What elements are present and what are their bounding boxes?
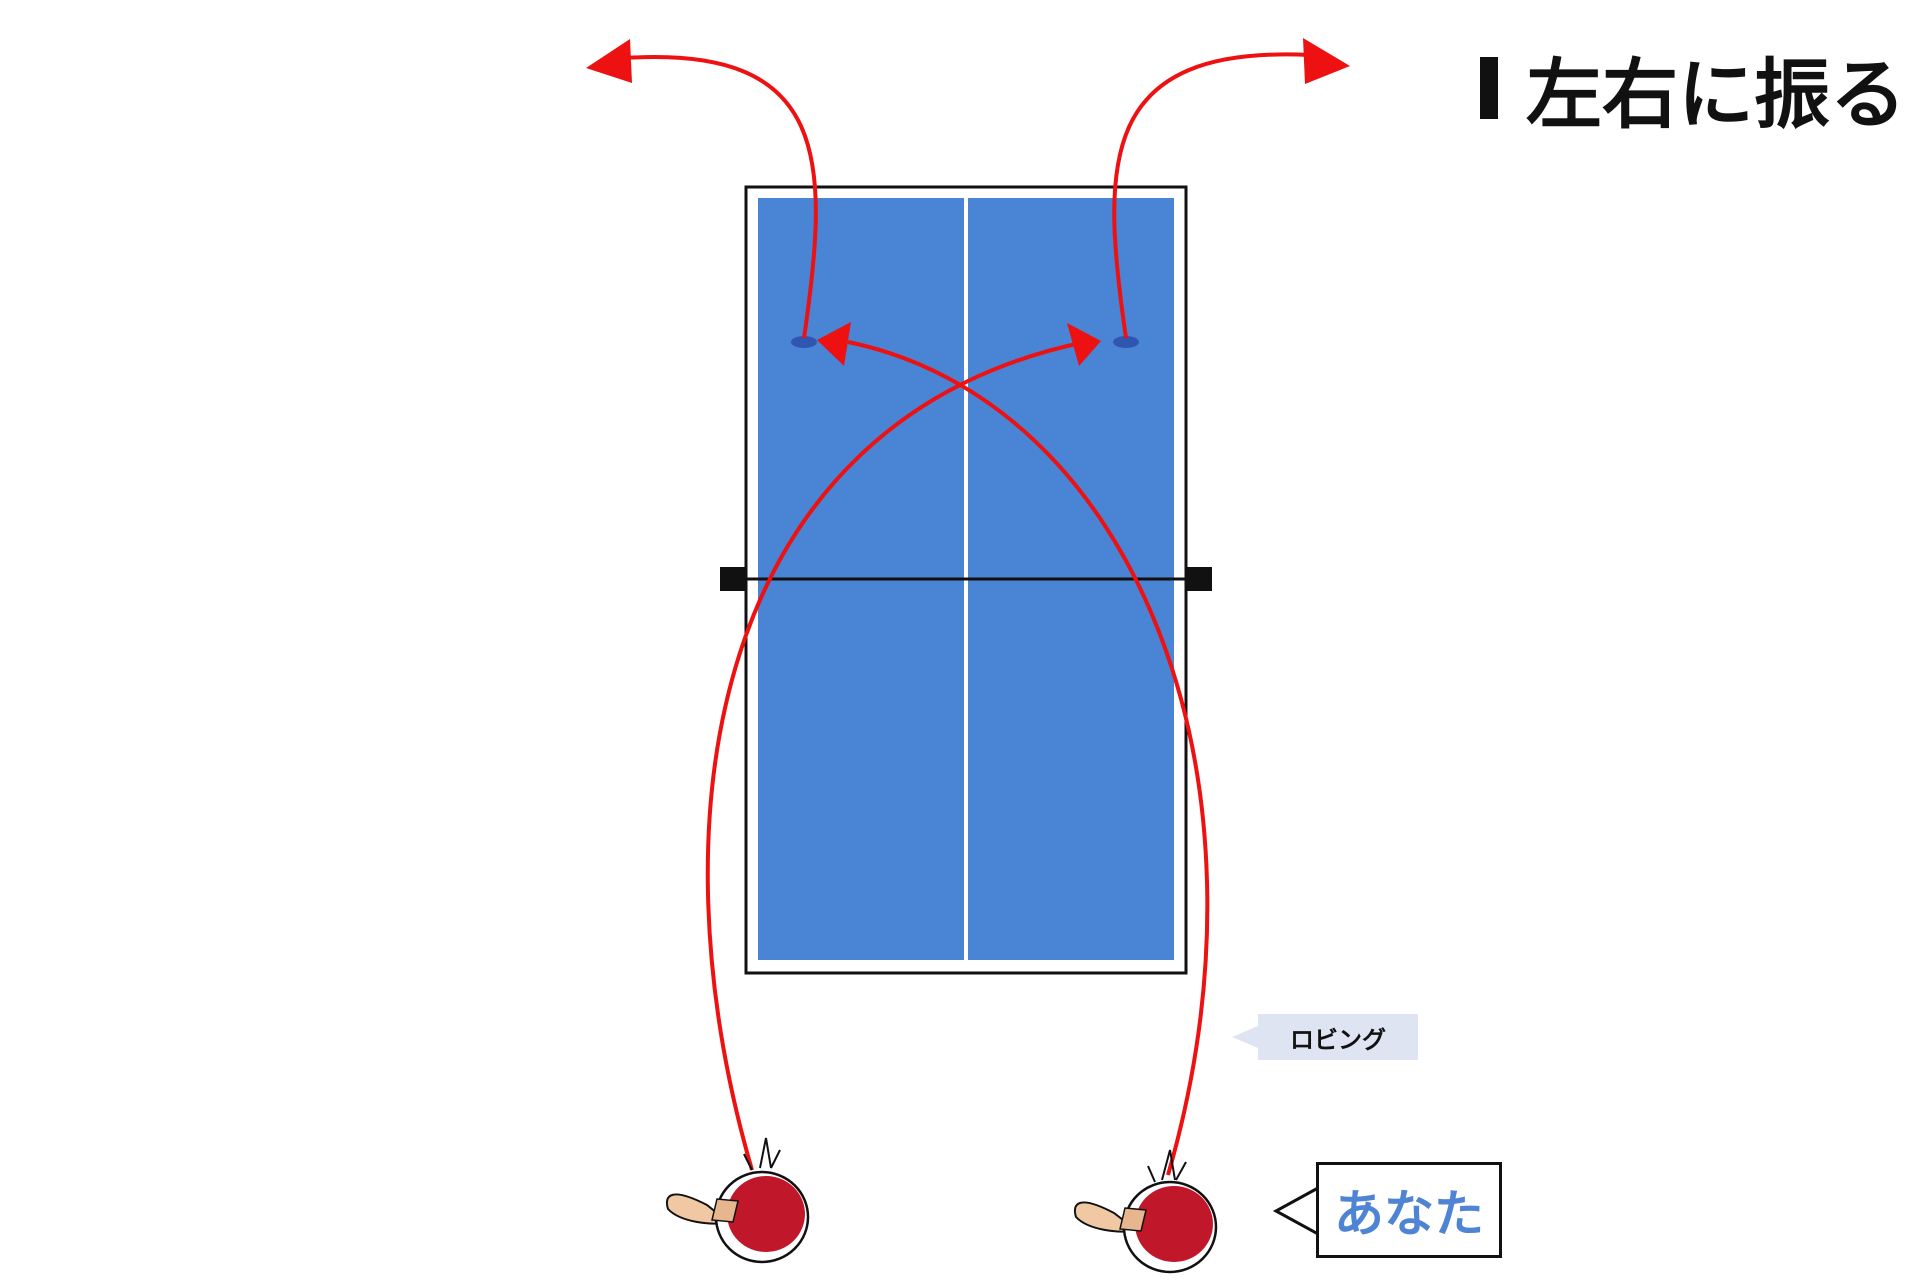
bounce-mark-icon	[791, 336, 817, 348]
bounce-mark-icon	[1113, 336, 1139, 348]
arrow-head-icon	[1303, 38, 1350, 84]
arrow-head-icon	[586, 39, 632, 83]
paddle-icon	[666, 1137, 810, 1264]
title-text: 左右に振る	[1526, 50, 1906, 139]
trajectory-right-player-to-left	[847, 340, 1210, 1176]
arrow-head-icon	[817, 322, 851, 366]
title-bar-mark	[1480, 57, 1498, 119]
you-label: あなた	[1316, 1162, 1502, 1258]
arrow-head-icon	[1067, 323, 1101, 366]
trajectory-left-player-to-right	[705, 340, 1086, 1171]
paddle-icon	[1074, 1149, 1218, 1274]
return-left-outward	[624, 55, 818, 339]
you-label-pointer	[1272, 1185, 1320, 1237]
lob-label-text: ロビング	[1290, 1025, 1386, 1054]
page-title: 左右に振る	[1480, 38, 1906, 139]
lob-label: ロビング	[1232, 1014, 1418, 1060]
net-post-right	[1186, 567, 1212, 591]
you-label-text: あなた	[1334, 1185, 1484, 1243]
net-post-left	[720, 567, 746, 591]
return-right-outward	[1112, 52, 1311, 339]
